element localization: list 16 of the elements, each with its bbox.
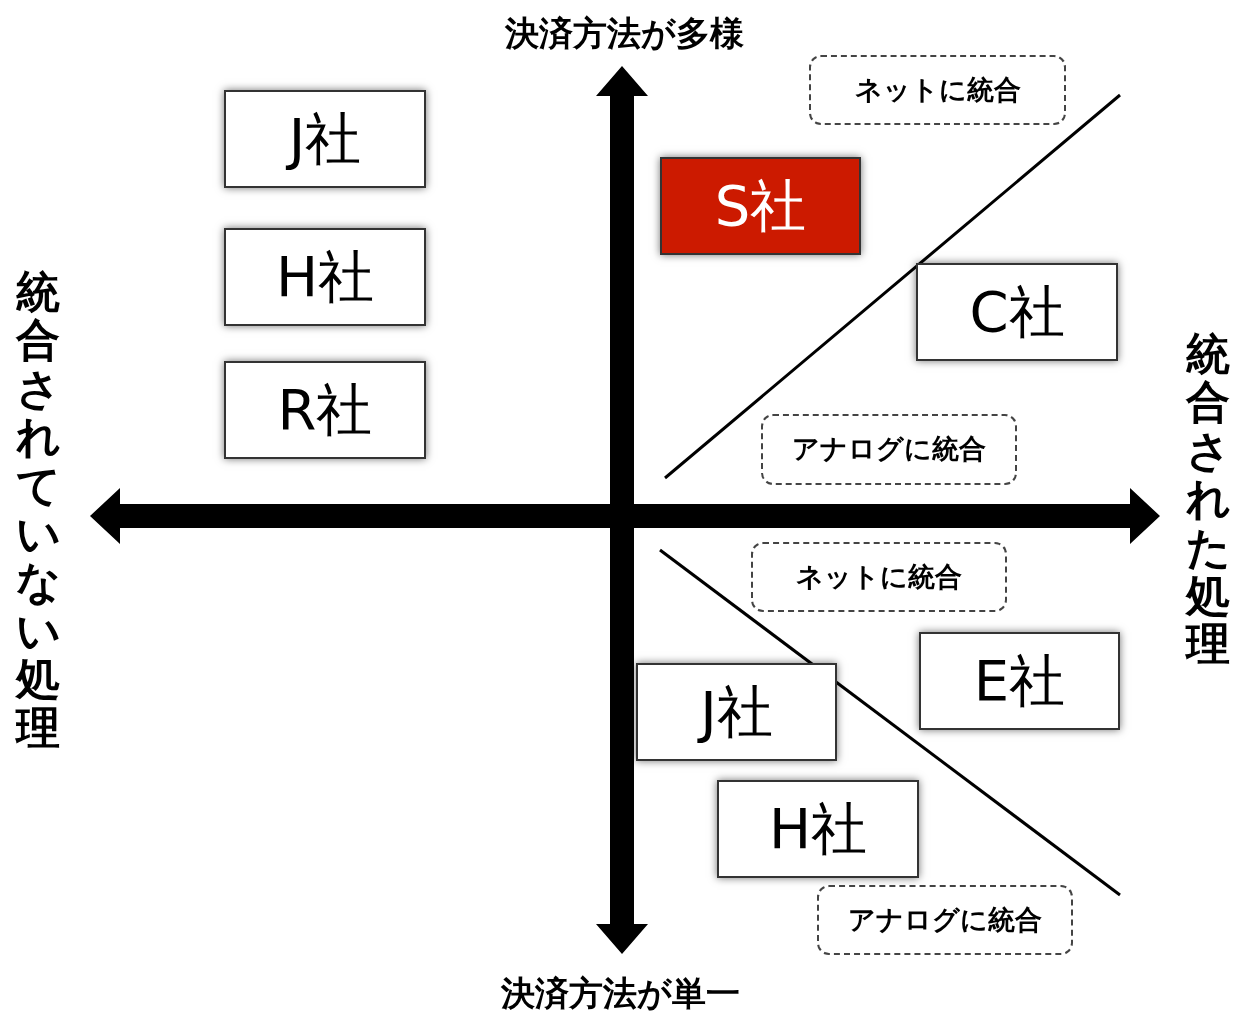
company-box: H社	[224, 228, 426, 326]
company-box: J社	[636, 663, 837, 761]
region-tag: アナログに統合	[817, 885, 1073, 955]
axis-label: 決済方法が多様	[503, 12, 745, 55]
company-box: J社	[224, 90, 426, 188]
region-tag: ネットに統合	[751, 542, 1007, 612]
axis-label: 統合されていない処理	[16, 268, 60, 752]
axis-label: 統合された処理	[1186, 330, 1230, 669]
company-box: R社	[224, 361, 426, 459]
axis-label: 決済方法が単一	[499, 972, 741, 1015]
region-tag: ネットに統合	[809, 55, 1066, 125]
region-tag: アナログに統合	[761, 414, 1017, 485]
company-box: H社	[717, 780, 919, 878]
company-box: C社	[916, 263, 1118, 361]
highlighted-company-box: S社	[660, 157, 861, 255]
company-box: E社	[919, 632, 1120, 730]
